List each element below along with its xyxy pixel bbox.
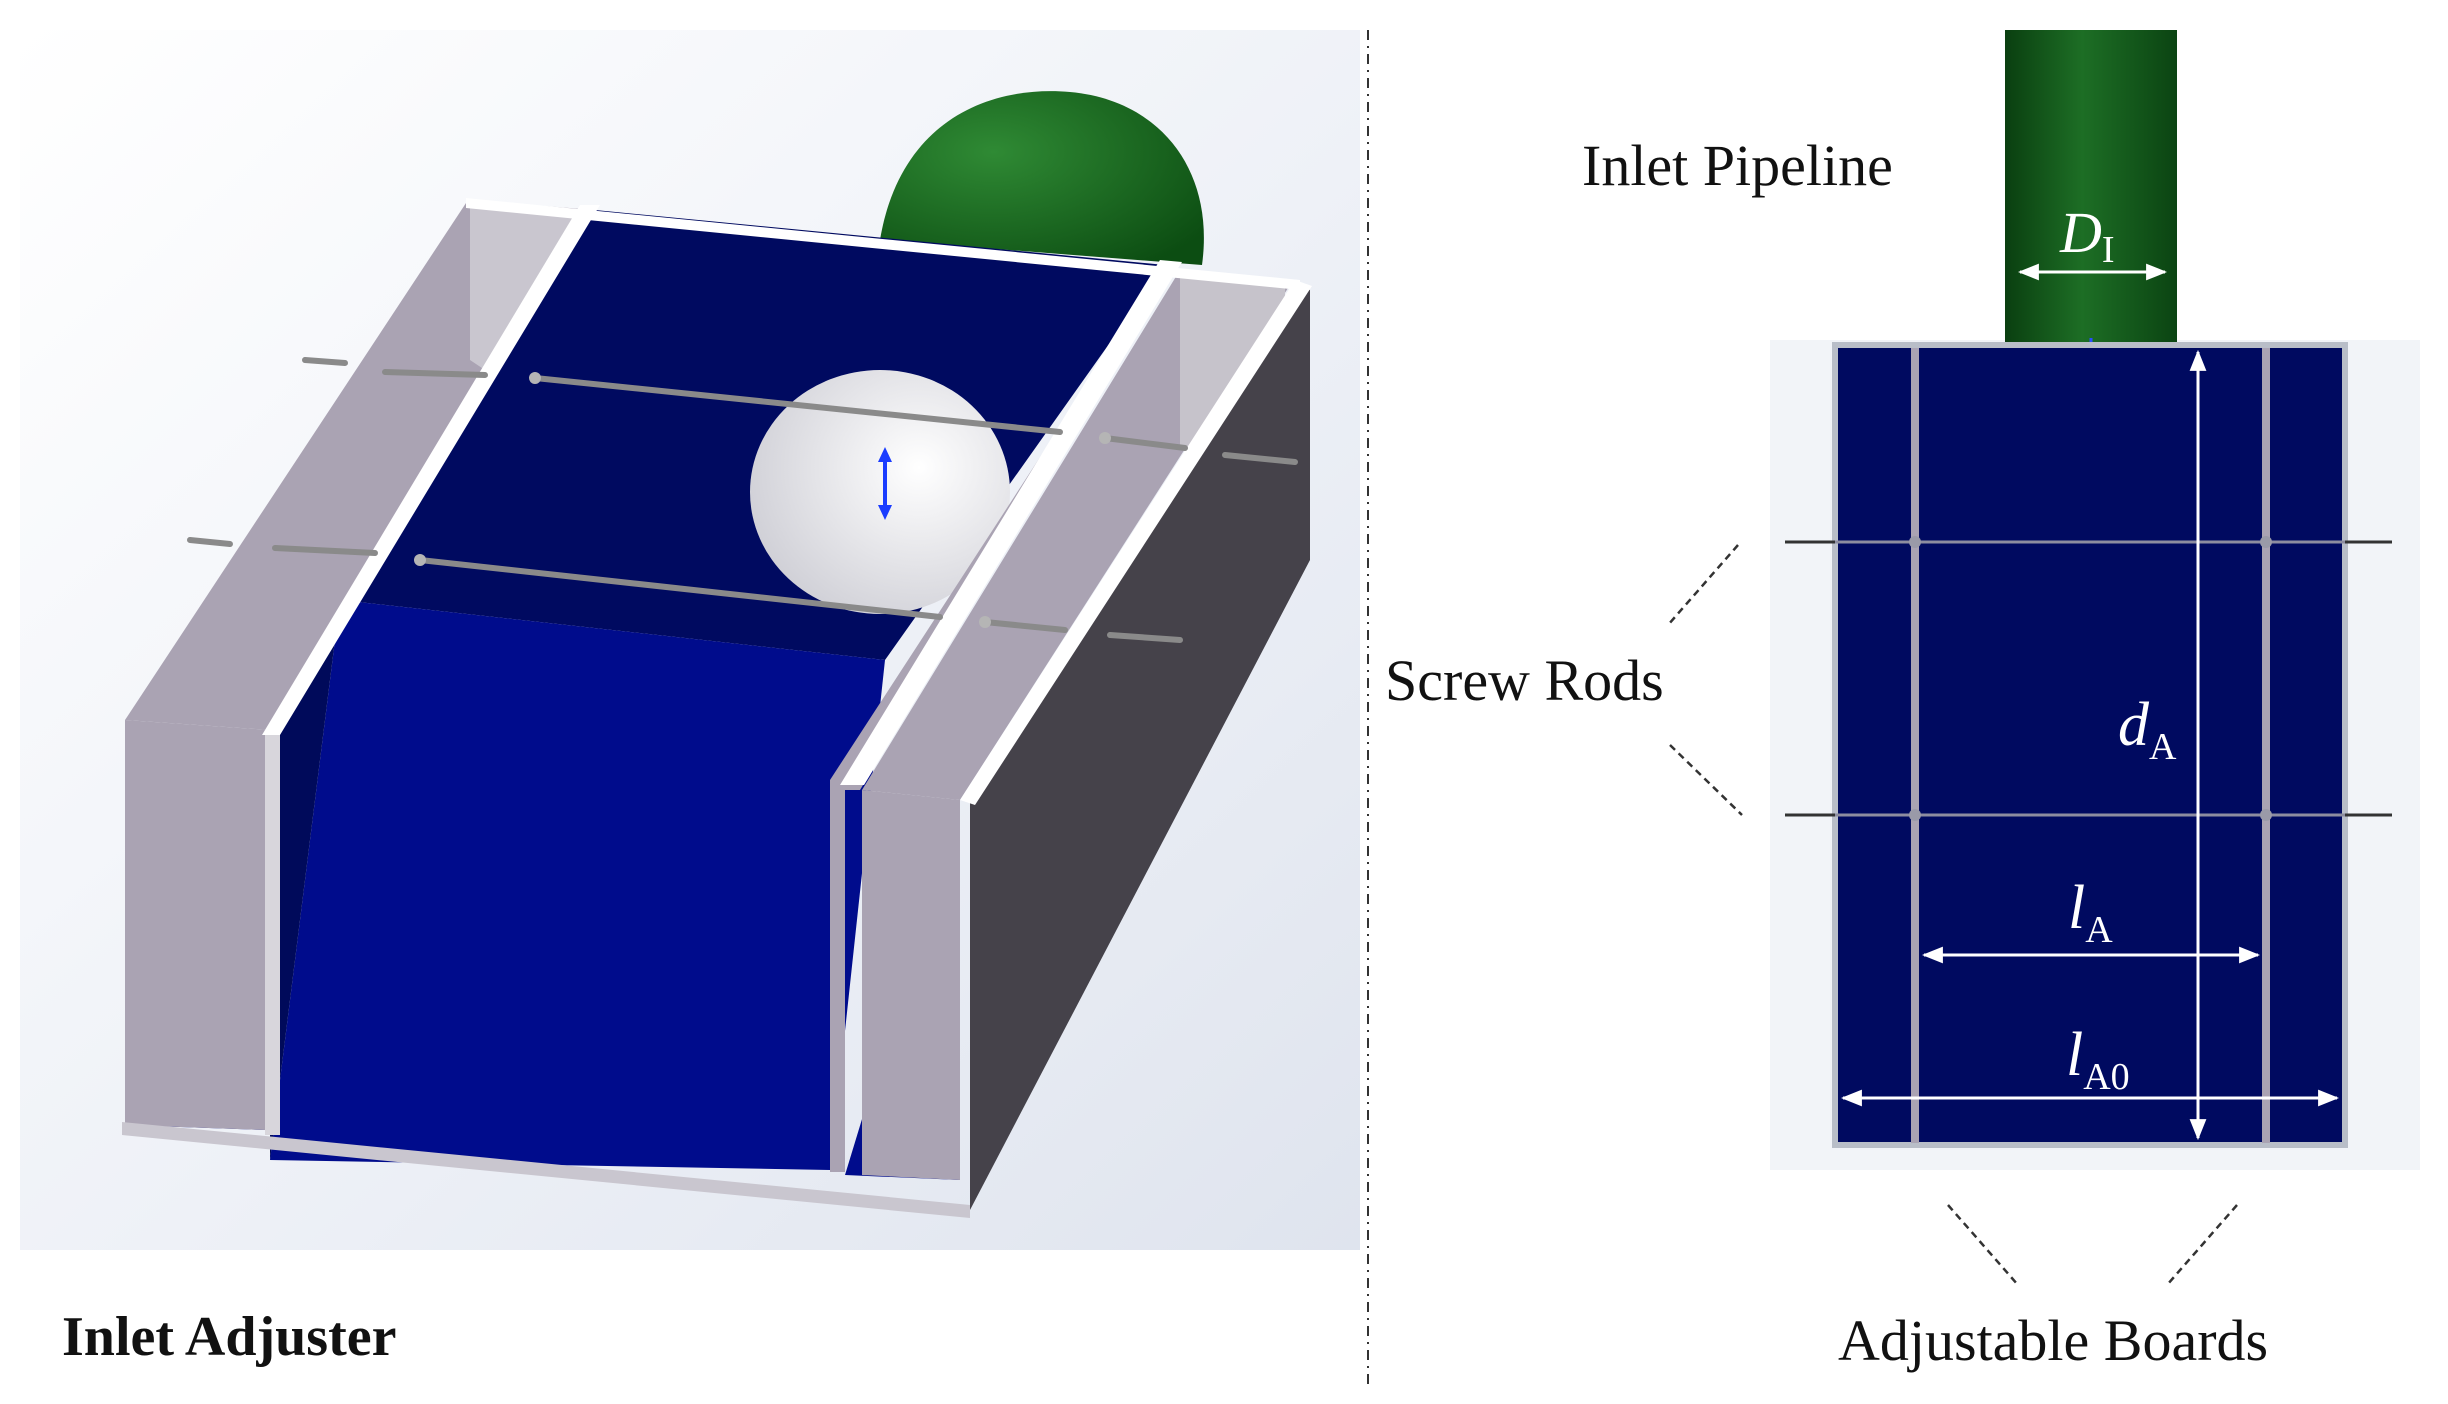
symbol-outer-width: lA0: [2066, 1021, 2130, 1098]
inlet-pipe-dome: [880, 91, 1204, 265]
left-outer-wall-face: [125, 720, 270, 1130]
base-front-edge: [122, 1122, 970, 1218]
tank-plan: [1832, 342, 2348, 1148]
rod-end-caps: [414, 372, 1111, 628]
adjustable-boards-label: Adjustable Boards: [1838, 1308, 2268, 1373]
right-outer-wall-face: [862, 790, 960, 1180]
tank-floor: [270, 600, 885, 1170]
outlet-hole: [750, 370, 1010, 614]
screw-rods-plan: [1785, 536, 2392, 821]
adjuster-top-view: DI dA lA lA0: [1667, 30, 2420, 1286]
inlet-pipeline: [2005, 30, 2177, 348]
right-side-panel: [970, 285, 1310, 1210]
symbol-inner-width: lA: [2068, 874, 2113, 951]
back-rim: [466, 198, 1300, 290]
left-board-top: [262, 205, 600, 735]
symbol-adjuster-depth: dA: [2118, 691, 2177, 768]
symbol-pipe-diameter: DI: [2059, 200, 2115, 271]
right-side-panel-top: [960, 280, 1312, 805]
inlet-pipeline-label: Inlet Pipeline: [1582, 133, 1893, 198]
adjuster-3d-view: [20, 30, 1360, 1250]
flow-arrow-icon: [878, 447, 892, 520]
left-board-plan: [1911, 348, 1919, 1143]
screw-rods-label: Screw Rods: [1385, 648, 1664, 713]
leader-lines: [1667, 544, 2238, 1286]
screw-rods-3d: [187, 357, 1298, 643]
left-board-front: [265, 730, 280, 1135]
right-board-top: [840, 260, 1182, 785]
inlet-adjuster-caption: Inlet Adjuster: [62, 1306, 396, 1368]
right-board-plan: [2262, 348, 2270, 1143]
